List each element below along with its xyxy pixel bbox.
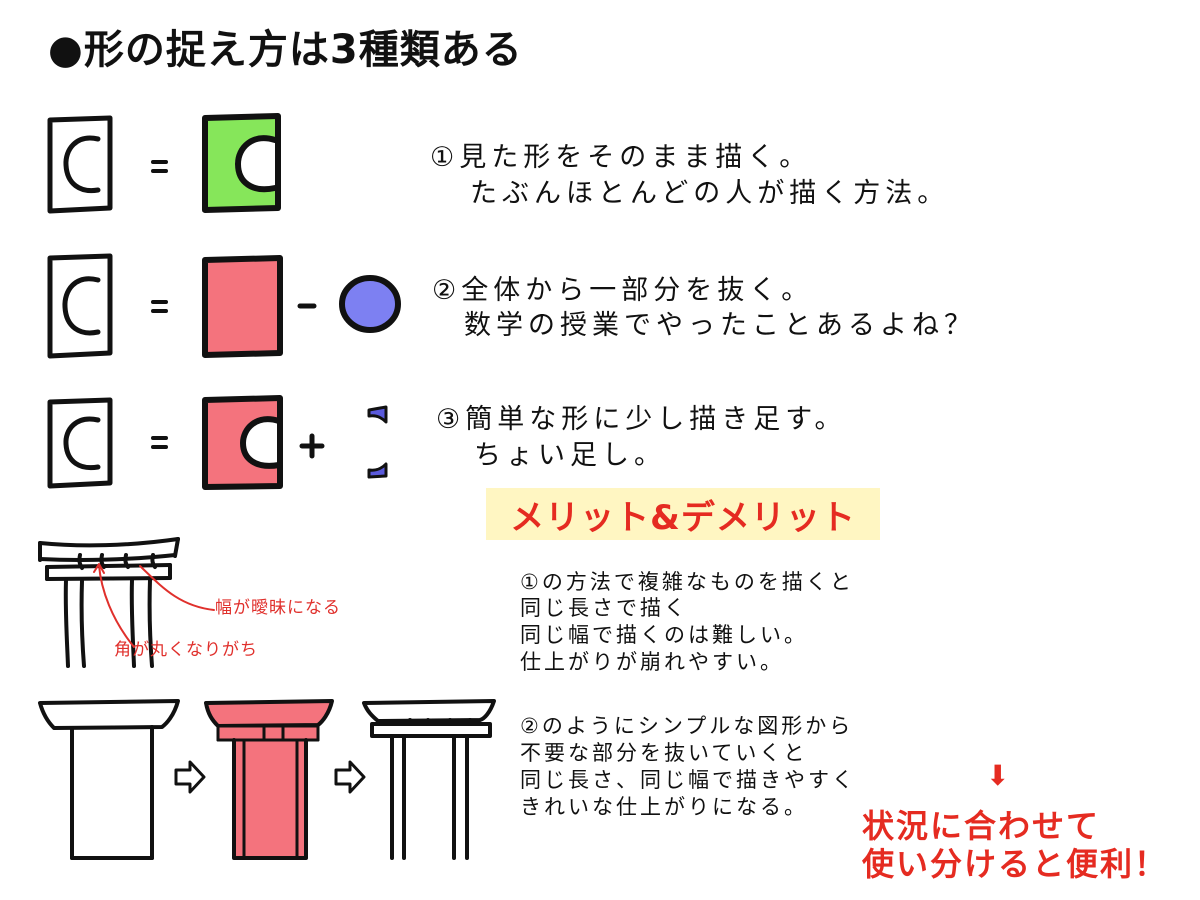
row2-plain-c-shape	[47, 253, 113, 359]
torii-step2-cut-shape	[204, 699, 334, 860]
torii-arrow-1	[174, 760, 206, 794]
para2-line1: ②のようにシンプルな図形から	[520, 714, 854, 738]
method2-line2: 数学の授業でやったことあるよね？	[464, 310, 976, 341]
row3-plain-c-shape	[47, 397, 113, 489]
row2-blue-circle	[339, 275, 401, 333]
row3-plus-sign	[299, 433, 325, 459]
method1-line1: ①見た形をそのまま描く。	[430, 142, 812, 173]
page-title: ●形の捉え方は3種類ある	[48, 27, 523, 73]
row3-pink-c-shape	[202, 395, 288, 490]
torii-step1-blank-shape	[38, 699, 180, 860]
conclusion-line1: 状況に合わせて	[862, 807, 1101, 845]
para1-line2: 同じ長さで描く	[520, 596, 688, 620]
conclusion-line2: 使い分けると便利！	[862, 844, 1169, 883]
row2-equals-sign	[151, 300, 168, 313]
row2-pink-rectangle	[202, 255, 283, 358]
para2-line3: 同じ長さ、同じ幅で描きやすく	[520, 768, 856, 792]
merit-demerit-banner: メリット&デメリット	[486, 488, 880, 540]
torii-arrow-2	[334, 760, 366, 794]
torii-sketch-freehand	[38, 537, 180, 668]
torii-width-note: 幅が曖昧になる	[215, 598, 341, 618]
method2-line1: ②全体から一部分を抜く。	[432, 275, 814, 306]
row1-green-c-shape	[202, 113, 281, 213]
row1-equals-sign	[151, 160, 168, 173]
para2-line4: きれいな仕上がりになる。	[520, 795, 808, 819]
method3-line1: ③簡単な形に少し描き足す。	[436, 404, 847, 435]
torii-step3-finished	[362, 699, 496, 860]
para1-line1: ①の方法で複雑なものを描くと	[520, 570, 854, 594]
down-arrow-icon: ⬇	[986, 759, 1010, 792]
torii-corner-note: 角が丸くなりがち	[114, 640, 258, 660]
row3-equals-sign	[151, 436, 168, 449]
row1-plain-c-shape	[47, 115, 113, 214]
para1-line4: 仕上がりが崩れやすい。	[520, 650, 784, 674]
row3-corner-tips	[367, 405, 388, 479]
conclusion-block: 状況に合わせて 使い分けると便利！	[862, 807, 1169, 884]
para1-line3: 同じ幅で描くのは難しい。	[520, 623, 808, 647]
method1-line2: たぶんほとんどの人が描く方法。	[470, 178, 950, 209]
para2-line2: 不要な部分を抜いていくと	[520, 741, 808, 765]
method3-line2: ちょい足し。	[474, 440, 666, 471]
torii-annotation-pointers	[93, 563, 215, 648]
